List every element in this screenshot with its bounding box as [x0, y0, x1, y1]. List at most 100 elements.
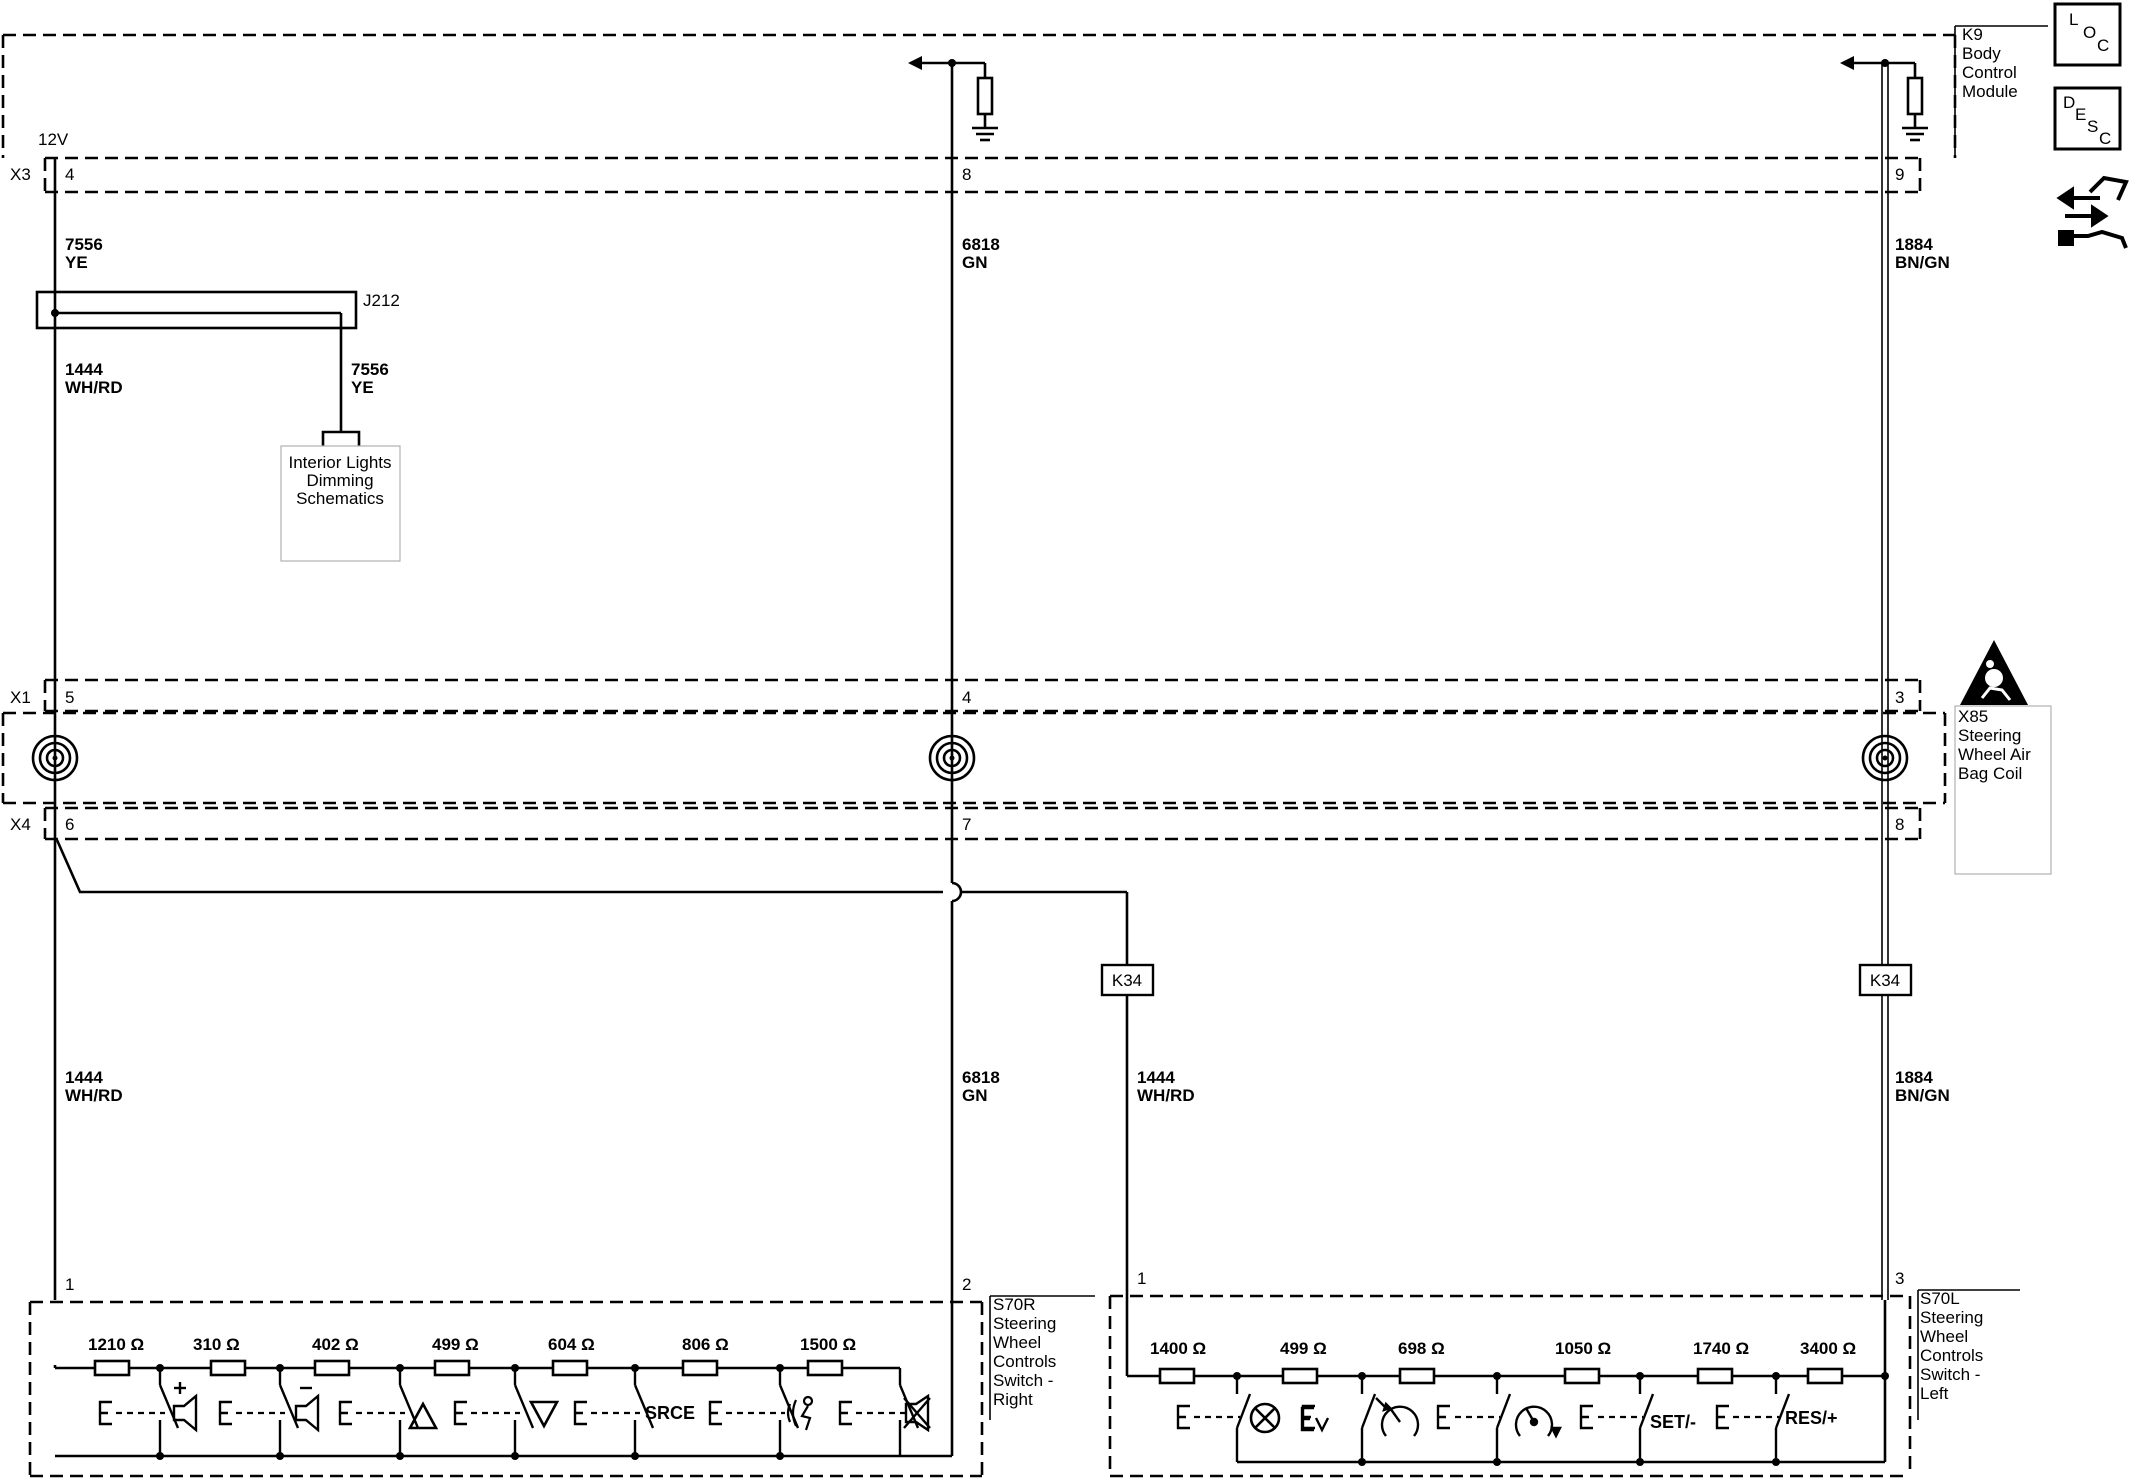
speed-limiter-icon	[1375, 1397, 1420, 1437]
wire-6818	[950, 63, 963, 1456]
s70r-line5: Switch -	[993, 1371, 1053, 1390]
pin-x1-5: 5	[65, 688, 74, 707]
supply-label: 12V	[38, 130, 69, 149]
x85-coil-outline	[1, 705, 2052, 875]
pulldown-resistor-9	[1840, 56, 1928, 142]
wire-1884l-num: 1884	[1895, 1068, 1933, 1087]
pin-x3-8: 8	[962, 165, 971, 184]
resistor-value: 1500 Ω	[800, 1335, 856, 1354]
inline-k34-a: K34	[1100, 963, 1155, 997]
wire-1444-num: 1444	[65, 360, 103, 379]
coil-symbol-2	[928, 734, 976, 782]
ref-box-line3: Schematics	[296, 489, 384, 508]
s70l-line4: Controls	[1920, 1346, 1983, 1365]
set-label: SET/-	[1650, 1412, 1696, 1432]
s70r-line6: Right	[993, 1390, 1033, 1409]
resistor-value: 402 Ω	[312, 1335, 359, 1354]
s70l-ladder	[1127, 1367, 1889, 1466]
s70l-line6: Left	[1920, 1384, 1949, 1403]
connector-view-icon[interactable]	[2056, 175, 2129, 249]
loc-icon[interactable]: L O C	[2053, 2, 2122, 67]
pin-s70l-3: 3	[1895, 1269, 1904, 1288]
coil-symbol-3	[1861, 734, 1909, 782]
x3-label: X3	[10, 165, 31, 184]
wire-1444l-num: 1444	[65, 1068, 103, 1087]
wire-7556b-color: YE	[351, 378, 374, 397]
resistor-value: 604 Ω	[548, 1335, 595, 1354]
resistor-value: 310 Ω	[193, 1335, 240, 1354]
pin-x4-7: 7	[962, 815, 971, 834]
s70r-ladder	[53, 1359, 952, 1460]
k9-line3: Control	[1962, 63, 2017, 82]
svg-text:E: E	[2075, 105, 2086, 124]
voice-icon	[786, 1395, 814, 1431]
svg-text:D: D	[2063, 93, 2075, 112]
resistor-value: 499 Ω	[432, 1335, 479, 1354]
pin-s70l-1: 1	[1137, 1269, 1146, 1288]
svg-text:K34: K34	[1870, 971, 1900, 990]
pulldown-resistor-8	[908, 56, 998, 142]
svg-text:S: S	[2087, 117, 2098, 136]
pin-x1-3: 3	[1895, 688, 1904, 707]
svg-text:K34: K34	[1112, 971, 1142, 990]
volume-down-icon	[294, 1386, 320, 1433]
resistor-value: 1400 Ω	[1150, 1339, 1206, 1358]
wire-6818-num: 6818	[962, 235, 1000, 254]
wire-1444m-num: 1444	[1137, 1068, 1175, 1087]
resistor-value: 1050 Ω	[1555, 1339, 1611, 1358]
resistor-value: 698 Ω	[1398, 1339, 1445, 1358]
wire-1884-num: 1884	[1895, 235, 1933, 254]
k9-line2: Body	[1962, 44, 2001, 63]
desc-icon[interactable]: D E S C	[2053, 86, 2122, 151]
wire-1884-double	[1881, 63, 1889, 1376]
volume-up-icon	[172, 1382, 198, 1433]
s70l-line2: Steering	[1920, 1308, 1983, 1327]
s70r-line1: S70R	[993, 1295, 1036, 1314]
pin-x4-6: 6	[65, 815, 74, 834]
s70r-line4: Controls	[993, 1352, 1056, 1371]
x85-line2: Steering	[1958, 726, 2021, 745]
resistor-value: 806 Ω	[682, 1335, 729, 1354]
res-label: RES/+	[1785, 1408, 1838, 1428]
k9-line4: Module	[1962, 82, 2018, 101]
s70l-switch-outline	[1108, 1289, 2020, 1478]
ref-box-line1: Interior Lights	[289, 453, 392, 472]
pin-s70r-2: 2	[962, 1275, 971, 1294]
airbag-warning-icon	[1960, 640, 2028, 705]
wire-1884l-color: BN/GN	[1895, 1086, 1950, 1105]
wire-1444-color: WH/RD	[65, 378, 123, 397]
s70l-line5: Switch -	[1920, 1365, 1980, 1384]
x85-line3: Wheel Air	[1958, 745, 2031, 764]
svg-text:C: C	[2097, 36, 2109, 55]
pin-x1-4: 4	[962, 688, 971, 707]
wire-1444m-color: WH/RD	[1137, 1086, 1195, 1105]
k9-line1: K9	[1962, 25, 1983, 44]
triangle-up-icon	[407, 1401, 439, 1430]
cancel-icon	[1249, 1402, 1281, 1434]
resistor-value: 499 Ω	[1280, 1339, 1327, 1358]
ev-icon	[1300, 1406, 1330, 1433]
wire-1444-crossover	[55, 839, 1129, 1376]
s70l-line1: S70L	[1920, 1289, 1960, 1308]
resistor-value: 1740 Ω	[1693, 1339, 1749, 1358]
s70l-line3: Wheel	[1920, 1327, 1968, 1346]
wire-1444l-color: WH/RD	[65, 1086, 123, 1105]
svg-text:O: O	[2083, 23, 2096, 42]
resistor-value: 3400 Ω	[1800, 1339, 1856, 1358]
ref-box-line2: Dimming	[306, 471, 373, 490]
splice-j212-label: J212	[363, 291, 400, 310]
wire-7556b-num: 7556	[351, 360, 389, 379]
j212-splice	[35, 290, 401, 562]
triangle-down-icon	[528, 1400, 560, 1429]
svg-text:L: L	[2069, 10, 2078, 29]
wire-7556-num: 7556	[65, 235, 103, 254]
x4-label: X4	[10, 815, 31, 834]
k9-module-outline	[1, 25, 2048, 158]
wire-7556-color: YE	[65, 253, 88, 272]
x1-label: X1	[10, 688, 31, 707]
svg-text:C: C	[2099, 129, 2111, 148]
pin-s70r-1: 1	[65, 1275, 74, 1294]
pin-x4-8: 8	[1895, 815, 1904, 834]
x85-line4: Bag Coil	[1958, 764, 2022, 783]
wire-1884-color: BN/GN	[1895, 253, 1950, 272]
